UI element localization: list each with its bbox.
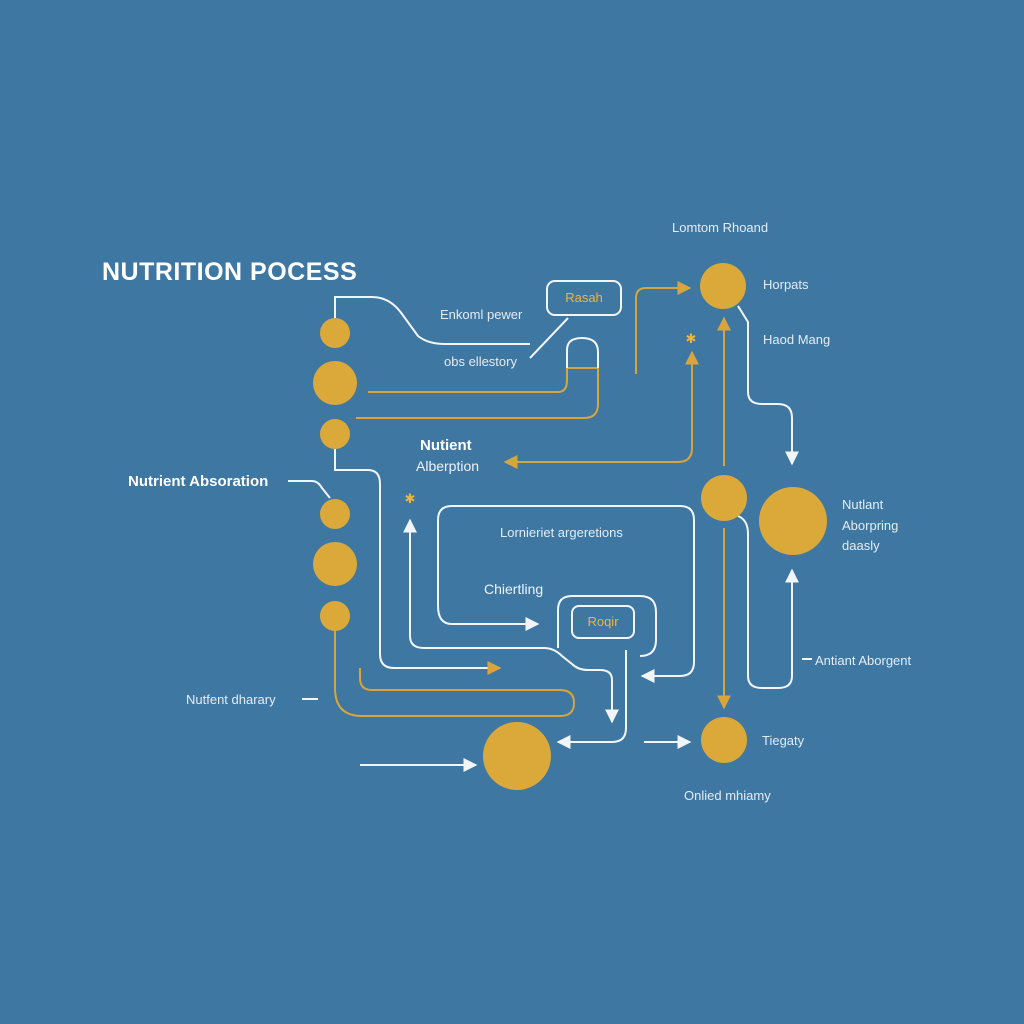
connector-chiertling <box>437 605 540 631</box>
diagram-title: NUTRITION POCESS <box>102 258 357 286</box>
label-nutlant: Nutlant <box>842 497 884 512</box>
tag-top-label: Rasah <box>565 290 603 305</box>
connector-to-horpats <box>635 281 692 374</box>
connector-top-left <box>334 296 530 345</box>
label-aborpring: Aborpring <box>842 518 898 533</box>
connector-center-left <box>403 518 619 724</box>
connector-roqir-outer <box>557 595 657 657</box>
tag-center-label: Roqir <box>587 614 619 629</box>
node-left-5 <box>313 542 357 586</box>
label-nutient: Nutient <box>420 437 472 454</box>
connector-alberption <box>503 350 699 469</box>
label-alberption: Alberption <box>416 458 479 474</box>
label-haod-mang: Haod Mang <box>763 332 830 347</box>
label-nutrient-absorbation: Nutrient Absoration <box>128 473 268 490</box>
connector-absorbation <box>288 480 331 499</box>
node-tiegaty <box>701 717 747 763</box>
label-enkoml-pewer: Enkoml pewer <box>440 307 523 322</box>
label-horpats: Horpats <box>763 277 809 292</box>
label-lornieriet-argeretions: Lornieriet argeretions <box>500 525 623 540</box>
node-horpats <box>700 263 746 309</box>
connector-to-bottom-node <box>556 650 627 749</box>
label-nutfent-dharary: Nutfent dharary <box>186 692 276 707</box>
node-nutlant <box>759 487 827 555</box>
label-chiertling: Chiertling <box>484 581 543 597</box>
node-bottom <box>483 722 551 790</box>
connector-center-box <box>437 505 695 683</box>
node-left-1 <box>320 318 350 348</box>
node-left-2 <box>313 361 357 405</box>
label-onlied-mhiamy: Onlied mhiamy <box>684 788 771 803</box>
connector-tag-pointer <box>529 317 569 359</box>
sparkle-icon: ✱ <box>405 492 416 507</box>
connector-bottom-left-loop <box>334 630 576 717</box>
label-antiant-aborgent: Antiant Aborgent <box>815 653 912 668</box>
node-left-3 <box>320 419 350 449</box>
node-center-right <box>701 475 747 521</box>
connector-left-loop <box>334 449 502 675</box>
tag-box-top <box>546 280 622 316</box>
connector-node2 <box>368 368 568 393</box>
node-left-4 <box>320 499 350 529</box>
label-obs-ellestory: obs ellestory <box>444 354 517 369</box>
tag-box-center <box>571 605 635 639</box>
label-tiegaty: Tiegaty <box>762 733 805 748</box>
sparkle-icon: ✱ <box>686 332 697 347</box>
connector-aborgent-loop <box>737 515 799 689</box>
label-daasly: daasly <box>842 538 880 553</box>
connector-haod-mang <box>737 305 799 466</box>
node-left-6 <box>320 601 350 631</box>
label-lomtom-rhoand: Lomtom Rhoand <box>672 220 768 235</box>
connector-hook <box>566 336 599 368</box>
